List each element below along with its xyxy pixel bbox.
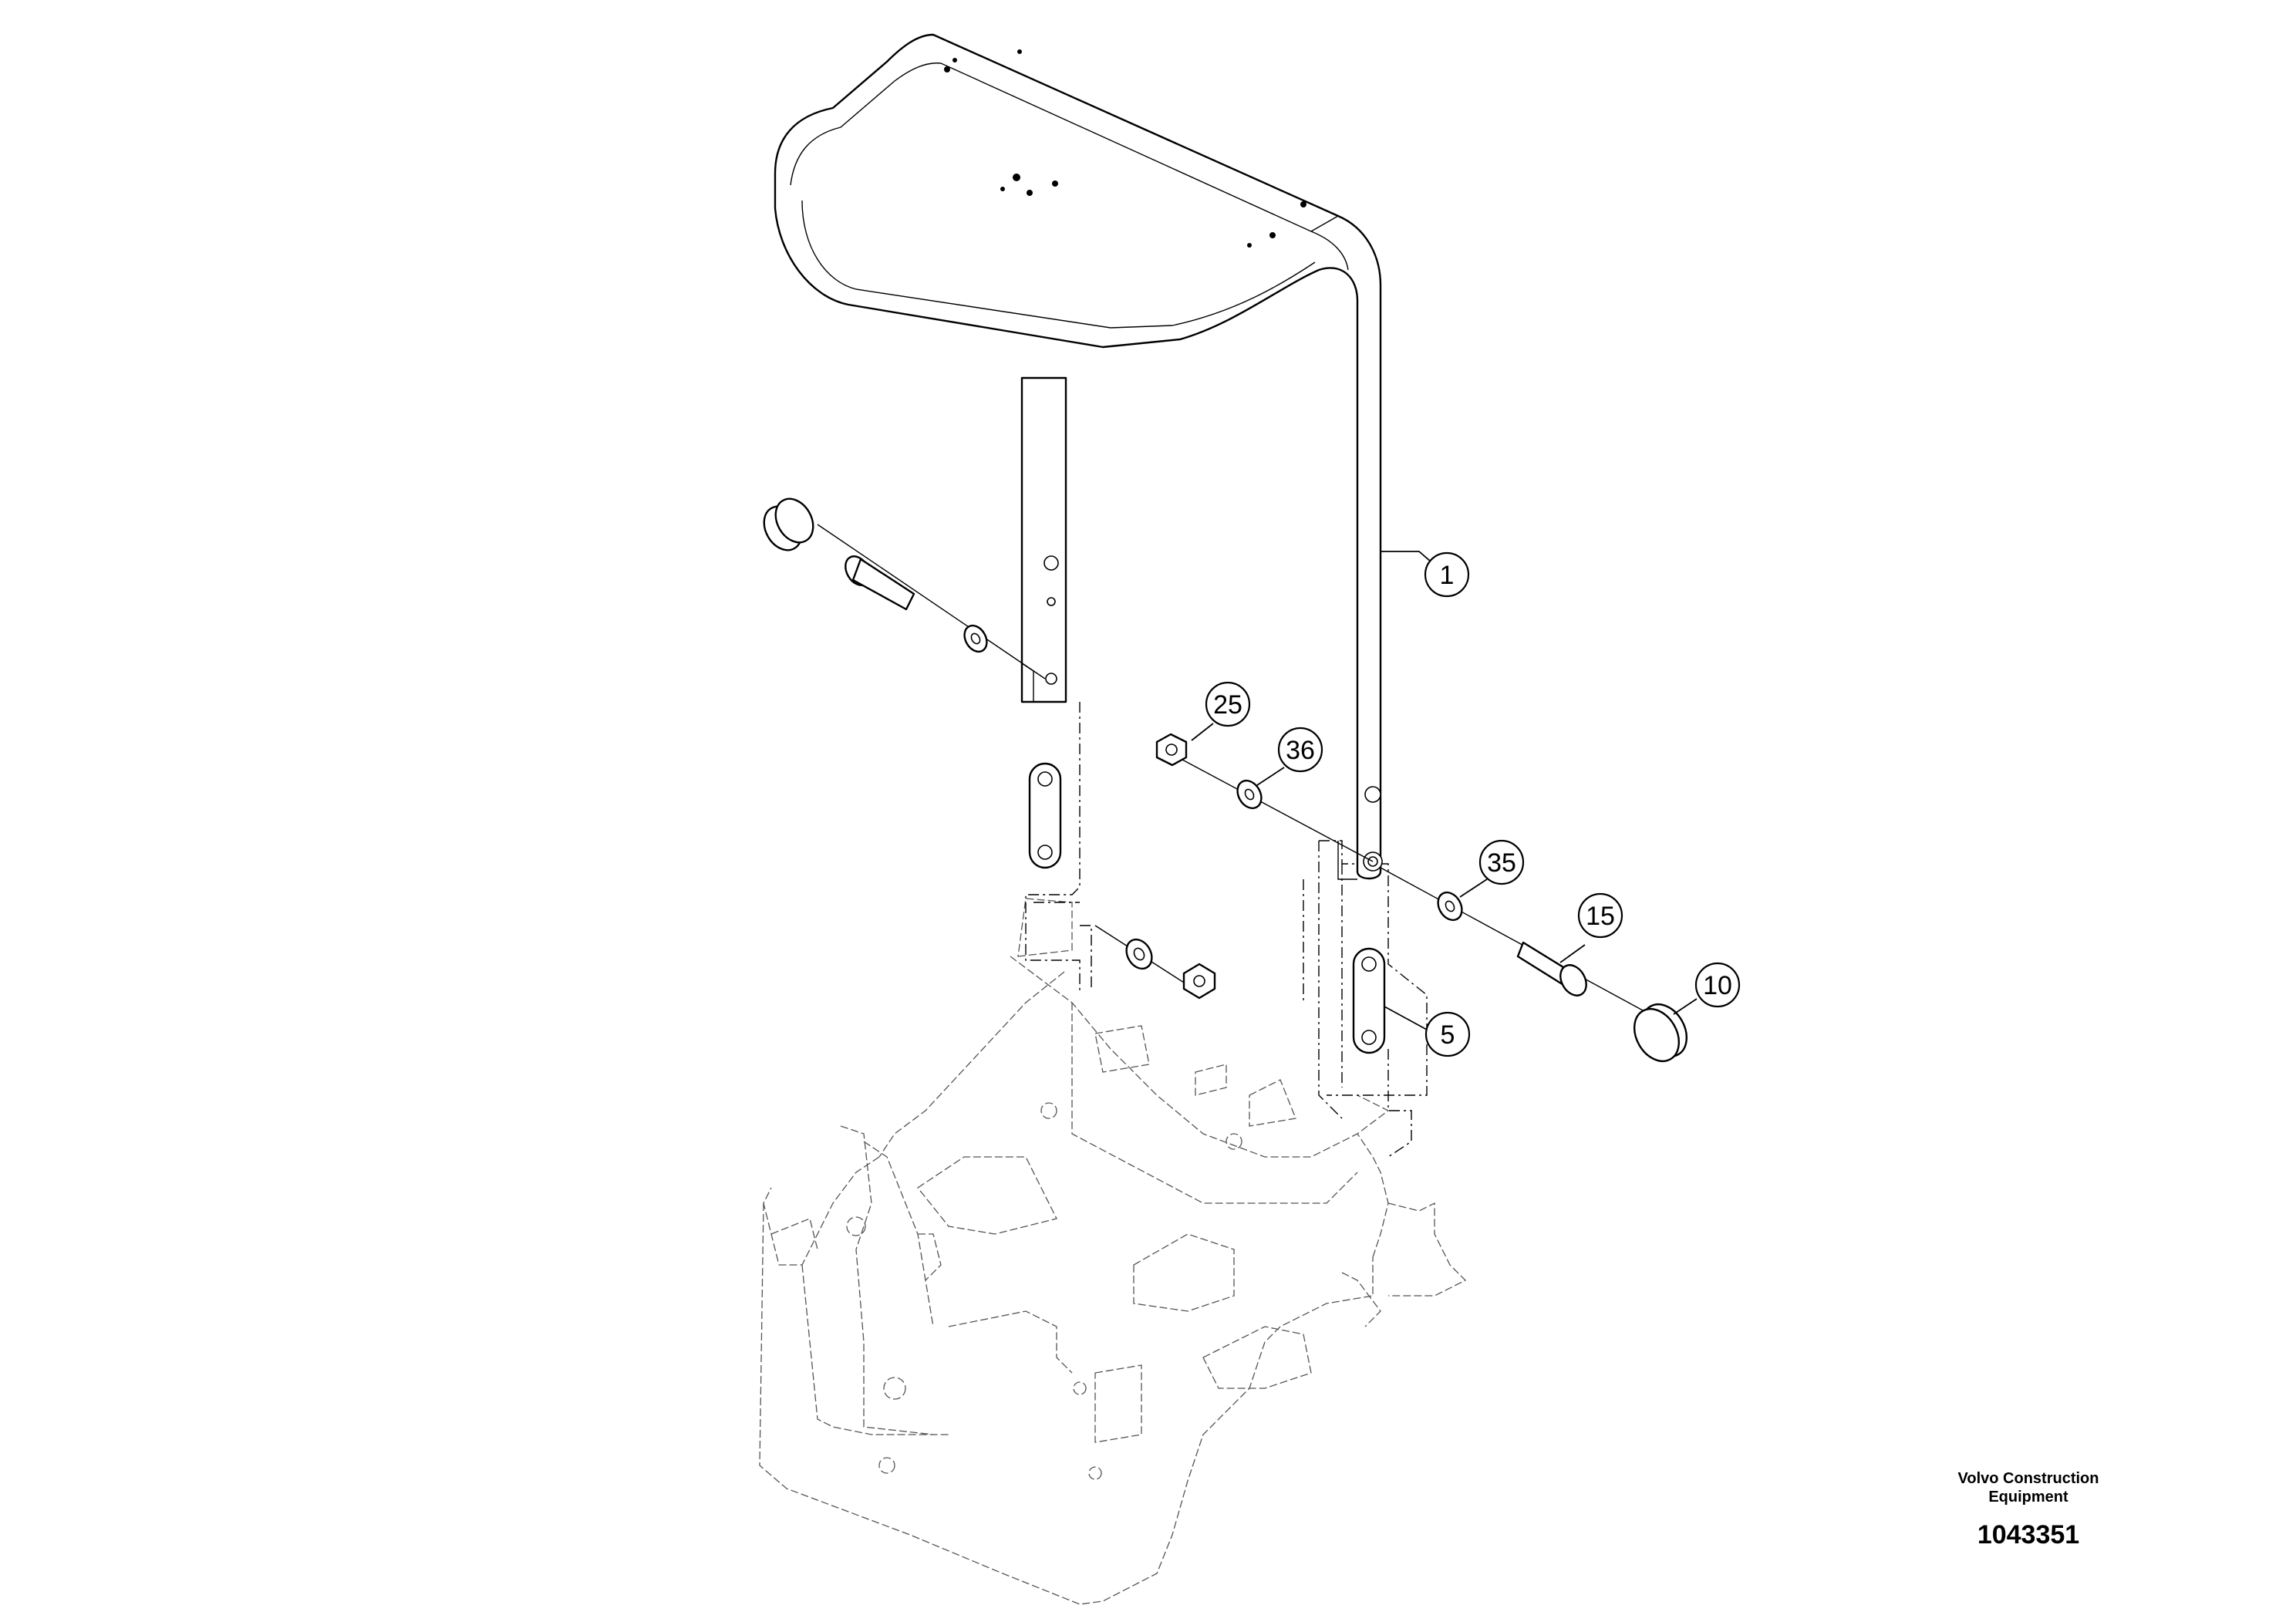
callout-1-label: 1 bbox=[1440, 561, 1455, 590]
callout-1: 1 bbox=[1424, 551, 1470, 598]
callout-35: 35 bbox=[1478, 839, 1525, 885]
callout-36-label: 36 bbox=[1286, 736, 1315, 765]
left-lower-fastener bbox=[1094, 925, 1216, 1000]
callout-10: 10 bbox=[1694, 962, 1741, 1008]
rops-frame bbox=[774, 33, 1383, 880]
document-number: 1043351 bbox=[1977, 1520, 2080, 1549]
callout-5-label: 5 bbox=[1441, 1020, 1455, 1050]
brand-line-2: Equipment bbox=[1988, 1489, 2068, 1506]
callout-25-label: 25 bbox=[1213, 690, 1242, 720]
callout-15-label: 15 bbox=[1586, 902, 1615, 931]
callout-15: 15 bbox=[1577, 892, 1623, 939]
left-fastener-stack bbox=[763, 497, 1046, 679]
callout-25: 25 bbox=[1205, 681, 1251, 727]
callout-leaders bbox=[1191, 551, 1698, 1030]
slotted-link-right bbox=[1352, 947, 1386, 1054]
lower-bracket-left bbox=[1025, 702, 1092, 991]
slotted-link-left bbox=[1028, 762, 1062, 869]
chassis-frame bbox=[759, 898, 1467, 1605]
callout-36: 36 bbox=[1277, 727, 1323, 773]
title-block: Volvo Construction Equipment 1043351 bbox=[1866, 1469, 2190, 1550]
callout-5: 5 bbox=[1424, 1011, 1471, 1057]
callout-10-label: 10 bbox=[1703, 971, 1732, 1000]
callout-35-label: 35 bbox=[1487, 848, 1516, 878]
right-fastener-stack bbox=[1155, 733, 1688, 1062]
brand-line-1: Volvo Construction bbox=[1957, 1470, 2099, 1487]
